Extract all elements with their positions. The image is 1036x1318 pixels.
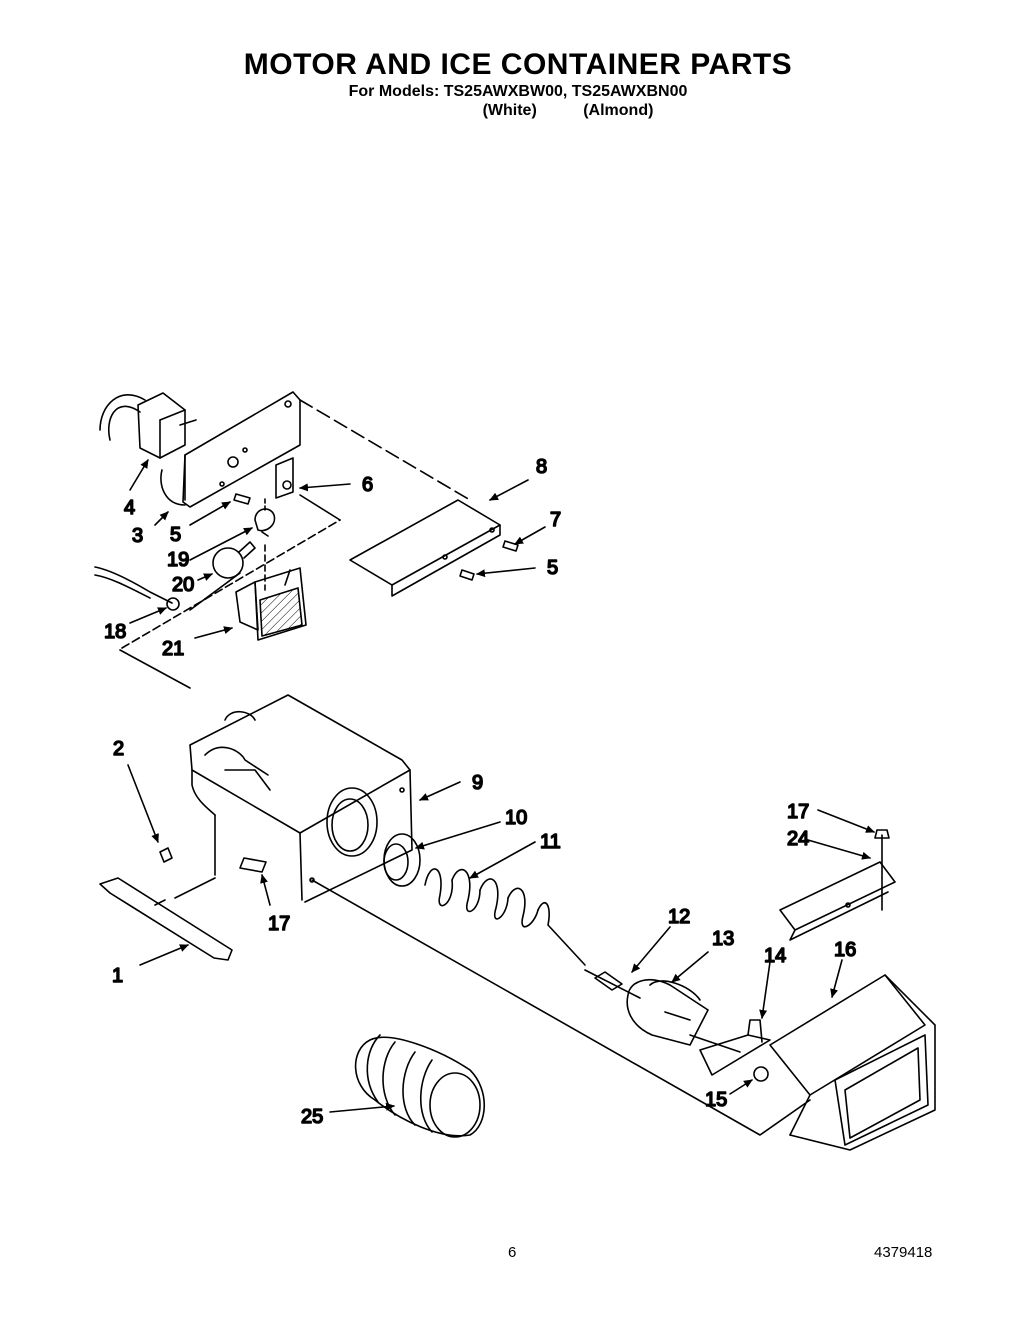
page-number: 6 [508, 1244, 517, 1261]
screw-5b [459, 569, 475, 581]
callout-3: 3 [132, 525, 143, 547]
callout-17-bracket: 17 [787, 801, 809, 823]
light-bulb [212, 541, 256, 579]
callout-17-container: 17 [268, 913, 290, 935]
auger-25 [354, 1034, 486, 1138]
light-socket [254, 497, 276, 537]
wiring-harness [94, 566, 180, 611]
callout-14: 14 [764, 945, 786, 967]
callout-10: 10 [505, 807, 527, 829]
motor-unit [99, 392, 197, 459]
page-title: MOTOR AND ICE CONTAINER PARTS [243, 48, 793, 81]
callout-19: 19 [167, 549, 189, 571]
crusher-blade-12 [584, 969, 641, 999]
light-shield [235, 567, 307, 641]
switch-bracket [275, 457, 294, 499]
screw-2 [159, 847, 173, 863]
callout-5-top: 5 [170, 524, 181, 546]
callout-1: 1 [112, 965, 123, 987]
color-white: (White) [482, 102, 537, 119]
callout-2: 2 [113, 738, 124, 760]
callout-11: 11 [540, 831, 561, 853]
nut-15 [753, 1066, 769, 1082]
ice-container [189, 694, 413, 903]
document-number: 4379418 [874, 1244, 933, 1261]
callout-4: 4 [124, 497, 135, 519]
color-almond: (Almond) [583, 102, 654, 119]
bracket-24 [779, 834, 896, 941]
screw-5a [233, 493, 251, 505]
screw-7 [502, 540, 519, 552]
bearing-10 [383, 833, 421, 887]
callout-9: 9 [472, 772, 483, 794]
mounting-bracket-1 [99, 814, 233, 961]
auger-spring-11 [424, 868, 586, 966]
callout-13: 13 [712, 928, 734, 950]
callout-15: 15 [705, 1089, 727, 1111]
callout-5-cover: 5 [547, 557, 558, 579]
callout-20: 20 [172, 574, 194, 596]
motor-mounting-plate [160, 391, 301, 508]
leader-lines [127, 459, 875, 1113]
cover-panel [349, 499, 501, 597]
callout-16: 16 [834, 939, 856, 961]
screw-17-bracket [874, 829, 890, 839]
screw-17-container [239, 857, 267, 873]
callout-7: 7 [550, 509, 561, 531]
callout-25: 25 [301, 1106, 323, 1128]
color-line: (White) (Almond) [0, 101, 1036, 120]
callout-6: 6 [362, 474, 373, 496]
ice-crusher-13 [626, 979, 709, 1046]
callout-18: 18 [104, 621, 126, 643]
callout-12: 12 [668, 906, 690, 928]
callout-21: 21 [162, 638, 184, 660]
callout-8: 8 [536, 456, 547, 478]
callout-24: 24 [787, 828, 809, 850]
ice-chute-16 [769, 974, 936, 1151]
models-line: For Models: TS25AWXBW00, TS25AWXBN00 [348, 83, 688, 100]
page-header: MOTOR AND ICE CONTAINER PARTS For Models… [0, 48, 1036, 120]
mounting-bracket-14 [689, 1019, 771, 1076]
